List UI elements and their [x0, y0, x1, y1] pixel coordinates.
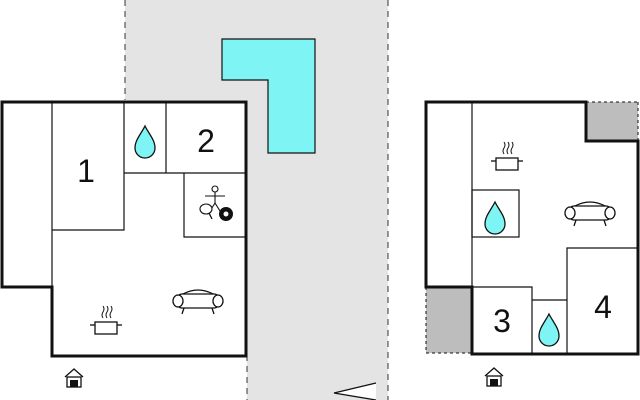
- room-number-3: 3: [493, 303, 511, 339]
- entrance-icon: [64, 368, 84, 388]
- right-terrace-bottom: [426, 287, 472, 353]
- room-number-4: 4: [594, 289, 612, 325]
- right-house: 3 4: [424, 100, 640, 356]
- pool: [221, 38, 316, 154]
- entrance-icon: [484, 367, 504, 387]
- room-number-2: 2: [197, 123, 215, 159]
- room-number-1: 1: [77, 153, 95, 189]
- direction-arrow-icon: [333, 382, 377, 400]
- right-terrace-top: [586, 102, 638, 141]
- games-icon: [199, 185, 233, 221]
- left-house: 1 2: [0, 100, 248, 358]
